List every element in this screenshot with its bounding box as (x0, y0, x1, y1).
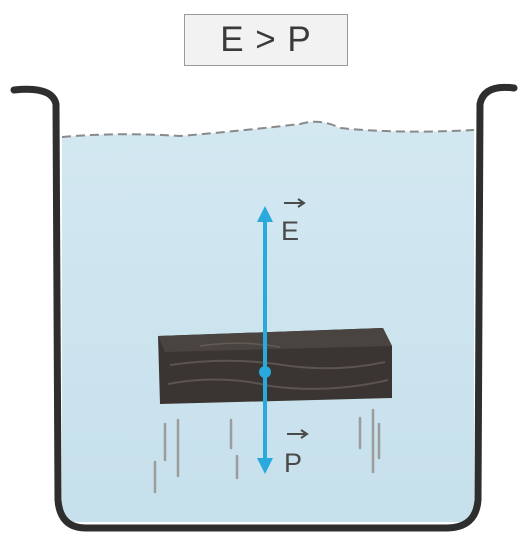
motion-lines (153, 408, 381, 494)
water-surface (61, 120, 475, 138)
condition-label: E > P (184, 14, 348, 66)
buoyancy-label: E (281, 198, 306, 246)
condition-text: E > P (220, 20, 312, 59)
buoyancy-symbol: E (281, 216, 299, 246)
application-point (259, 366, 271, 378)
vessel (10, 83, 518, 532)
wooden-block (158, 328, 392, 404)
weight-symbol: P (284, 448, 302, 478)
weight-label: P (284, 429, 309, 478)
water (62, 121, 474, 522)
